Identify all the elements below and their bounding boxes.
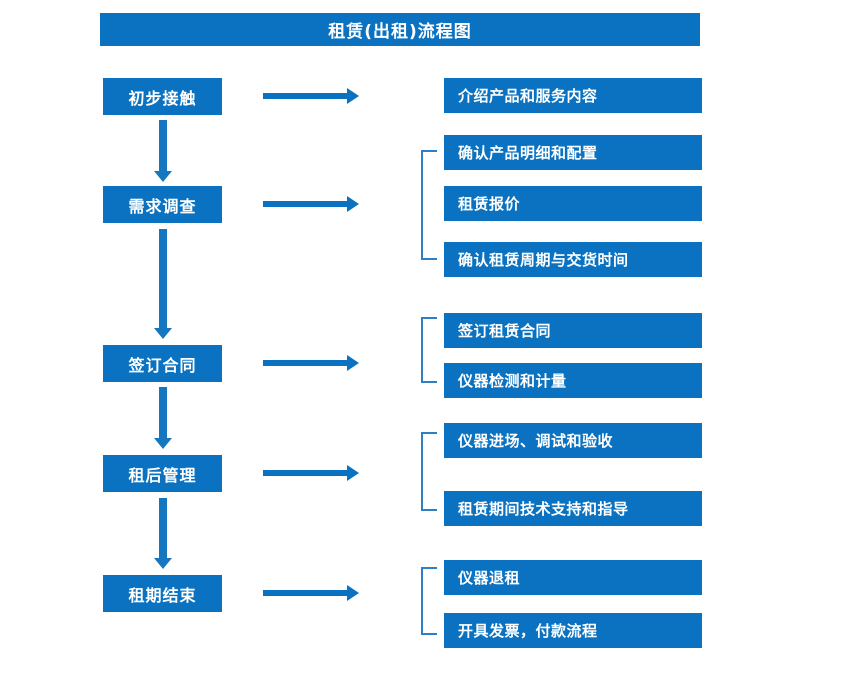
down-arrow-contract-to-management (154, 387, 172, 449)
detail-box-technical-support[interactable]: 租赁期间技术支持和指导 (444, 491, 702, 526)
bracket-rental-end-group (421, 567, 437, 635)
down-arrow-initial-to-demand (154, 120, 172, 182)
detail-box-sign-rental-contract[interactable]: 签订租赁合同 (444, 313, 702, 348)
down-arrow-demand-to-contract (154, 229, 172, 339)
detail-box-instrument-entry[interactable]: 仪器进场、调试和验收 (444, 423, 702, 458)
right-arrow-post-rental-management (263, 465, 359, 481)
stage-box-initial-contact[interactable]: 初步接触 (103, 78, 222, 115)
stage-box-demand-survey[interactable]: 需求调查 (103, 186, 222, 223)
right-arrow-rental-end (263, 585, 359, 601)
down-arrow-management-to-end (154, 498, 172, 569)
right-arrow-demand-survey (263, 196, 359, 212)
detail-box-instrument-inspection[interactable]: 仪器检测和计量 (444, 363, 702, 398)
diagram-title: 租赁(出租)流程图 (100, 13, 700, 46)
right-arrow-sign-contract (263, 355, 359, 371)
stage-box-sign-contract[interactable]: 签订合同 (103, 345, 222, 382)
detail-box-confirm-rental-period[interactable]: 确认租赁周期与交货时间 (444, 242, 702, 277)
detail-box-introduce-products[interactable]: 介绍产品和服务内容 (444, 78, 702, 113)
detail-box-instrument-return[interactable]: 仪器退租 (444, 560, 702, 595)
bracket-demand-survey-group (421, 150, 437, 260)
right-arrow-initial-contact (263, 88, 359, 104)
stage-box-rental-end[interactable]: 租期结束 (103, 575, 222, 612)
detail-box-confirm-product-details[interactable]: 确认产品明细和配置 (444, 135, 702, 170)
bracket-post-rental-group (421, 432, 437, 511)
stage-box-post-rental-management[interactable]: 租后管理 (103, 455, 222, 492)
detail-box-invoice-payment[interactable]: 开具发票，付款流程 (444, 613, 702, 648)
bracket-sign-contract-group (421, 317, 437, 383)
detail-box-rental-quotation[interactable]: 租赁报价 (444, 186, 702, 221)
